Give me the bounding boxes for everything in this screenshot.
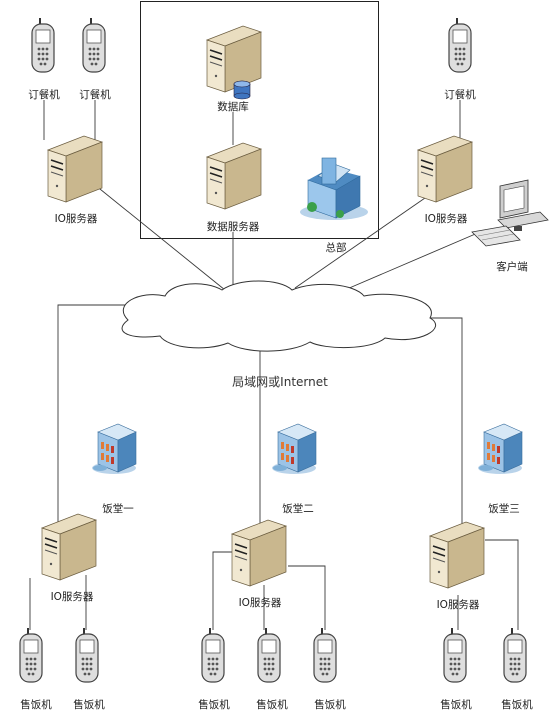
connection-lines bbox=[29, 100, 519, 630]
canteen-1-building-icon bbox=[91, 423, 137, 475]
client-label: 客户端 bbox=[496, 260, 528, 273]
io-server-top-right-label: IO服务器 bbox=[425, 212, 468, 225]
office-building-icon bbox=[300, 157, 368, 220]
network-label: 局域网或Internet bbox=[232, 375, 328, 389]
canteen-1-io-server-label: IO服务器 bbox=[51, 590, 94, 603]
canteen-1-label: 饭堂一 bbox=[102, 503, 134, 515]
canteen-2-io-server-label: IO服务器 bbox=[239, 596, 282, 609]
database-label: 数据库 bbox=[217, 100, 249, 113]
order-terminal-1-label: 订餐机 bbox=[28, 88, 60, 101]
canteen-3-label: 饭堂三 bbox=[488, 503, 520, 515]
data-server-label: 数据服务器 bbox=[207, 220, 260, 233]
io-server-top-right-icon bbox=[417, 135, 473, 203]
sales-terminal-3-2-label: 售饭机 bbox=[501, 698, 533, 711]
order-terminal-1-icon bbox=[31, 17, 55, 73]
sales-terminal-2-2-icon bbox=[257, 627, 281, 683]
sales-terminal-1-2-label: 售饭机 bbox=[73, 698, 105, 711]
data-server-icon bbox=[206, 142, 262, 210]
order-terminal-3-icon bbox=[448, 17, 472, 73]
canteen-2-building-icon bbox=[271, 423, 317, 475]
desktop-computer-icon bbox=[471, 179, 549, 247]
canteen-2-label: 饭堂二 bbox=[282, 503, 314, 515]
order-terminal-3-label: 订餐机 bbox=[444, 88, 476, 101]
order-terminal-2-label: 订餐机 bbox=[79, 88, 111, 101]
sales-terminal-2-3-icon bbox=[313, 627, 337, 683]
sales-terminal-2-2-label: 售饭机 bbox=[256, 698, 288, 711]
canteen-2-io-server-icon bbox=[231, 519, 287, 587]
order-terminal-2-icon bbox=[82, 17, 106, 73]
cloud-icon bbox=[121, 280, 437, 352]
headquarters-box bbox=[140, 1, 379, 239]
sales-terminal-2-1-icon bbox=[201, 627, 225, 683]
sales-terminal-3-1-icon bbox=[443, 627, 467, 683]
sales-terminal-3-2-icon bbox=[503, 627, 527, 683]
sales-terminal-3-1-label: 售饭机 bbox=[440, 698, 472, 711]
headquarters-label: 总部 bbox=[326, 241, 347, 254]
canteen-3-io-server-label: IO服务器 bbox=[437, 598, 480, 611]
canteen-3-io-server-icon bbox=[429, 521, 485, 589]
canteen-1-io-server-icon bbox=[41, 513, 97, 581]
sales-terminal-2-3-label: 售饭机 bbox=[314, 698, 346, 711]
sales-terminal-1-2-icon bbox=[75, 627, 99, 683]
sales-terminal-2-1-label: 售饭机 bbox=[198, 698, 230, 711]
io-server-top-left-label: IO服务器 bbox=[55, 212, 98, 225]
io-server-top-left-icon bbox=[47, 135, 103, 203]
database-server-icon bbox=[206, 25, 262, 93]
canteen-3-building-icon bbox=[477, 423, 523, 475]
sales-terminal-1-1-icon bbox=[19, 627, 43, 683]
sales-terminal-1-1-label: 售饭机 bbox=[20, 698, 52, 711]
database-icon bbox=[233, 80, 251, 100]
